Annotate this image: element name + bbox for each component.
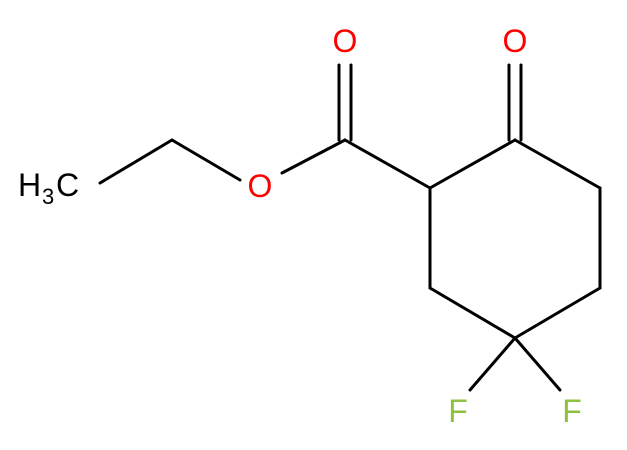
ester-oxygen-label: O	[248, 168, 273, 204]
methyl-label-subscript: 3	[42, 184, 54, 209]
bond-ester-oxygen-carbonyl-carbon	[280, 138, 347, 175]
methyl-label-c: C	[56, 167, 79, 203]
bond-methylene-ester-oxygen	[170, 138, 242, 182]
ester-carbonyl-oxygen-label: O	[333, 23, 358, 59]
bond-ring-c5-c6	[428, 286, 517, 340]
ketone-oxygen-label: O	[503, 23, 528, 59]
atom-label-layer: H 3 C O O O F F	[18, 23, 582, 429]
methyl-label-h: H	[18, 167, 41, 203]
bond-ring-c4-c5	[513, 286, 602, 340]
bond-layer	[98, 63, 602, 392]
bond-ring-c2-c3	[513, 138, 602, 190]
bond-c5-fluorine-right	[513, 336, 562, 392]
bond-c5-fluorine-left	[468, 336, 517, 392]
bond-carbonyl-carbon-ring-c1	[343, 138, 432, 190]
bond-ring-c1-c2	[428, 138, 517, 190]
bond-methyl-methylene	[98, 138, 174, 185]
fluorine-left-label: F	[448, 393, 468, 429]
fluorine-right-label: F	[562, 393, 582, 429]
methyl-label: H 3 C	[18, 167, 79, 209]
